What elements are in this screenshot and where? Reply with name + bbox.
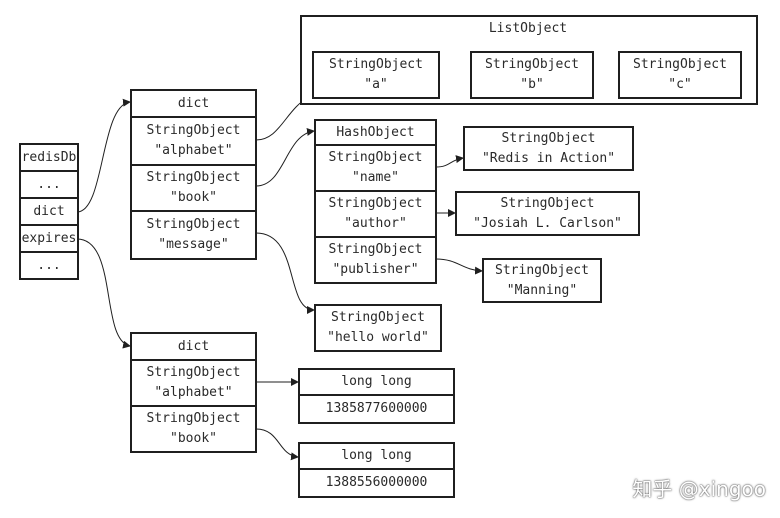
value-type: long long xyxy=(341,374,412,389)
entry-type: StringObject xyxy=(146,411,241,426)
field-value: "author" xyxy=(344,216,407,231)
main-dict-entry-book: StringObject "book" xyxy=(130,164,257,212)
entry-value: "book" xyxy=(170,190,217,205)
expire-value-1-type: long long xyxy=(298,368,455,396)
hash-object-title: HashObject xyxy=(336,124,415,140)
entry-type: StringObject xyxy=(146,365,241,380)
field-value: "publisher" xyxy=(332,262,419,277)
value-text: "Redis in Action" xyxy=(481,150,616,166)
expires-dict-title: dict xyxy=(177,338,210,354)
redisdb-ellipsis: ... xyxy=(37,176,61,192)
hash-object-header: HashObject xyxy=(314,119,437,146)
list-item-b: StringObject "b" xyxy=(470,51,594,99)
value-type: long long xyxy=(341,448,412,463)
item-type: StringObject xyxy=(329,57,423,72)
item-value: "b" xyxy=(520,77,544,92)
main-dict-title: dict xyxy=(177,95,210,111)
value-text: "Josiah L. Carlson" xyxy=(473,215,622,231)
redisdb-label: redisDb xyxy=(21,149,77,165)
entry-type: StringObject xyxy=(146,170,241,185)
expires-dict-entry-alphabet: StringObject "alphabet" xyxy=(130,359,257,407)
hash-value-manning: StringObject "Manning" xyxy=(482,258,602,303)
hello-type: StringObject xyxy=(331,310,425,325)
expire-value-1: 1385877600000 xyxy=(298,394,455,424)
hello-value: "hello world" xyxy=(327,330,429,345)
entry-type: StringObject xyxy=(146,217,241,232)
value-text: "Manning" xyxy=(506,282,578,298)
field-type: StringObject xyxy=(328,196,423,211)
redisdb-header: redisDb xyxy=(19,143,79,172)
redisdb-row: ... xyxy=(19,170,79,199)
value-type: StringObject xyxy=(495,262,589,278)
hash-value-josiah: StringObject "Josiah L. Carlson" xyxy=(455,191,640,236)
redisdb-row: ... xyxy=(19,251,79,280)
expire-value-2: 1388556000000 xyxy=(298,468,455,498)
redisdb-ellipsis: ... xyxy=(37,257,61,273)
value-type: StringObject xyxy=(501,130,596,146)
timestamp-value: 1388556000000 xyxy=(325,475,428,490)
arrow-dict-to-main-dict xyxy=(76,98,131,213)
list-item-c: StringObject "c" xyxy=(618,51,742,99)
entry-value: "alphabet" xyxy=(154,143,233,158)
main-dict-header: dict xyxy=(130,89,257,118)
hash-field-publisher: StringObject "publisher" xyxy=(314,236,437,284)
entry-value: "alphabet" xyxy=(154,385,233,400)
item-type: StringObject xyxy=(485,57,579,72)
hash-value-redis-in-action: StringObject "Redis in Action" xyxy=(463,126,634,171)
item-value: "c" xyxy=(668,77,692,92)
hello-world-object: StringObject "hello world" xyxy=(314,304,442,352)
field-type: StringObject xyxy=(328,150,423,165)
hash-field-name: StringObject "name" xyxy=(314,144,437,192)
main-dict-entry-alphabet: StringObject "alphabet" xyxy=(130,116,257,166)
item-type: StringObject xyxy=(633,57,727,72)
arrow-message-to-hello xyxy=(255,232,315,314)
redisdb-dict-row: dict xyxy=(19,197,79,226)
watermark: 知乎 @xingoo xyxy=(632,477,766,501)
list-object-title: ListObject xyxy=(488,21,568,36)
entry-value: "book" xyxy=(170,431,217,446)
expire-value-2-type: long long xyxy=(298,442,455,470)
arrow-expires-to-expires-dict xyxy=(76,238,131,349)
arrow-book-to-hash xyxy=(255,128,315,187)
arrow-publisher-to-value xyxy=(435,258,483,275)
field-type: StringObject xyxy=(328,242,423,257)
entry-value: "message" xyxy=(158,237,229,252)
timestamp-value: 1385877600000 xyxy=(325,401,428,416)
value-type: StringObject xyxy=(500,195,595,211)
arrow-exp-book-to-value xyxy=(255,428,299,461)
item-value: "a" xyxy=(364,77,388,92)
redisdb-expires-row: expires xyxy=(19,224,79,253)
expires-dict-header: dict xyxy=(130,332,257,361)
arrow-name-to-value xyxy=(435,155,464,168)
redisdb-dict-label: dict xyxy=(33,203,65,219)
hash-field-author: StringObject "author" xyxy=(314,190,437,238)
main-dict-entry-message: StringObject "message" xyxy=(130,210,257,260)
field-value: "name" xyxy=(352,170,399,185)
list-item-a: StringObject "a" xyxy=(312,51,440,99)
redisdb-expires-label: expires xyxy=(21,230,77,246)
expires-dict-entry-book: StringObject "book" xyxy=(130,405,257,453)
entry-type: StringObject xyxy=(146,123,241,138)
